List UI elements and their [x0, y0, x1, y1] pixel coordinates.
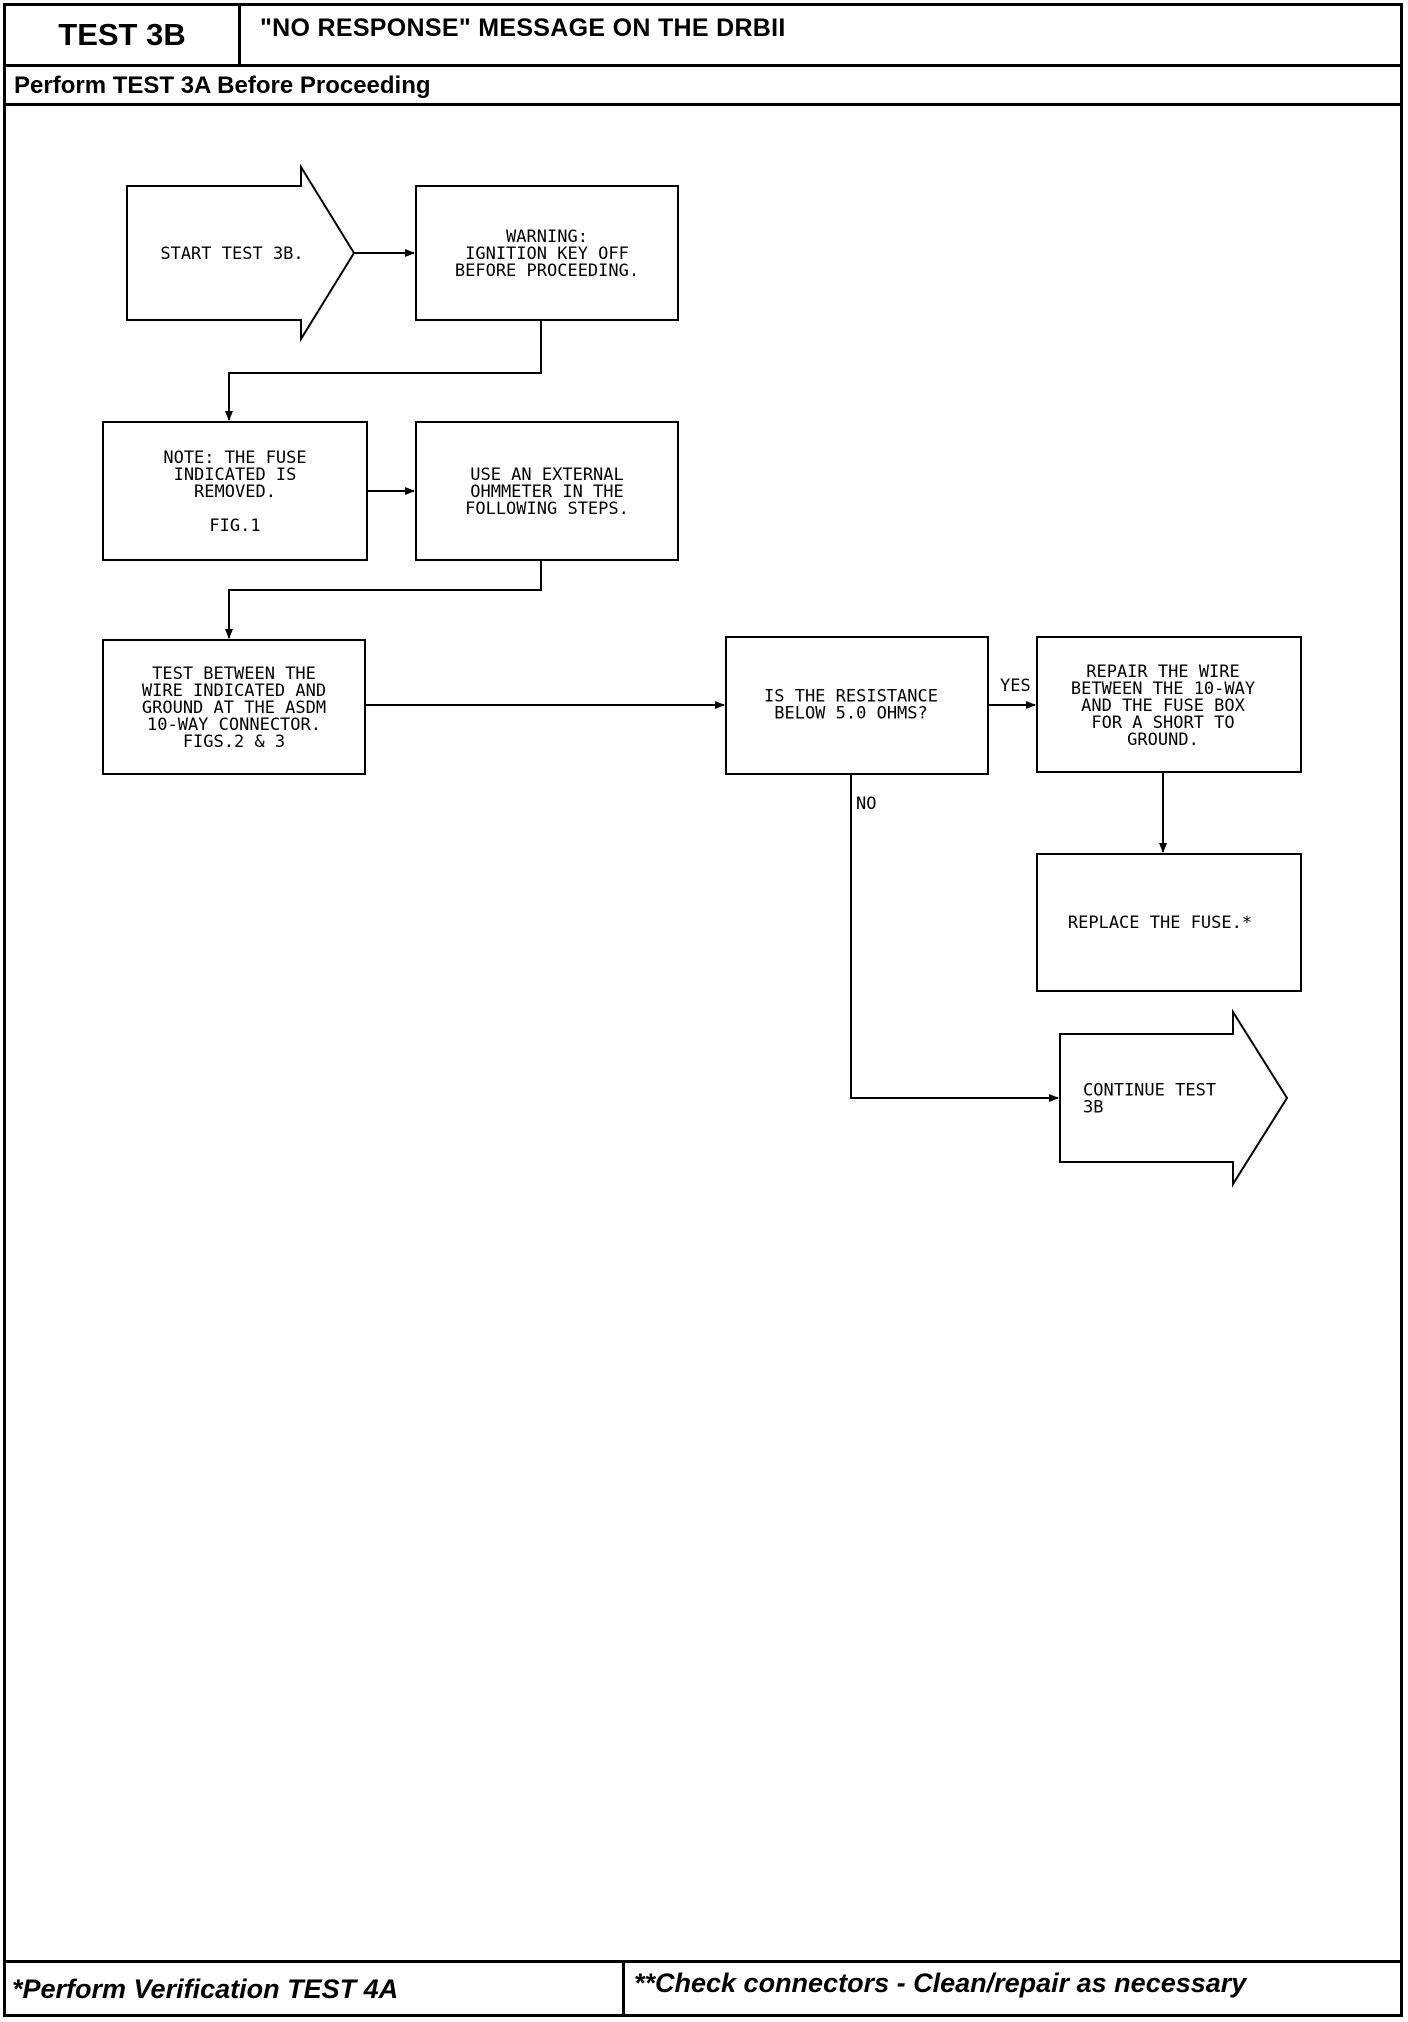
connector-decision-continue: [850, 774, 1059, 1102]
repair-text-line: AND THE FUSE BOX: [1081, 696, 1246, 716]
repair-text-line: REPAIR THE WIRE: [1086, 662, 1240, 682]
test-between-text-line: TEST BETWEEN THE: [152, 664, 316, 684]
repair-box: [1036, 636, 1302, 773]
footer-verification-note: *Perform Verification TEST 4A: [12, 1974, 399, 2004]
replace-text: REPLACE THE FUSE.*: [1068, 913, 1252, 933]
start-text-line: START TEST 3B.: [160, 244, 303, 264]
footer-divider: [3, 1960, 1403, 1963]
page-subtitle: Perform TEST 3A Before Proceeding: [14, 72, 431, 99]
header-divider: [3, 64, 1403, 67]
note-text-line: NOTE: THE FUSE: [163, 448, 306, 468]
ohmmeter-text-line: OHMMETER IN THE: [470, 482, 624, 502]
continue-arrow-shape: [1059, 1008, 1289, 1188]
note-text-line: INDICATED IS: [174, 465, 297, 485]
connector-ohmmeter-test: [225, 560, 542, 639]
continue-text-line: 3B: [1083, 1098, 1103, 1118]
connector-warning-note: [225, 320, 542, 421]
repair-text-line: BETWEEN THE 10-WAY: [1071, 679, 1255, 699]
note-text-line: FIG.1: [209, 516, 260, 536]
test-between-text-line: WIRE INDICATED AND: [142, 681, 326, 701]
note-text-line: REMOVED.: [194, 482, 276, 502]
no-label: NO: [856, 794, 876, 814]
footer-connector-note: **Check connectors - Clean/repair as nec…: [634, 1968, 1247, 1998]
test-between-text-line: GROUND AT THE ASDM: [142, 698, 326, 718]
page-title: "NO RESPONSE" MESSAGE ON THE DRBII: [260, 14, 786, 42]
continue-text-line: CONTINUE TEST: [1083, 1081, 1216, 1101]
start-arrow-shape: [126, 163, 356, 343]
decision-text-line: BELOW 5.0 OHMS?: [774, 704, 928, 724]
warning-text-line: WARNING:: [506, 227, 588, 247]
ohmmeter-box: [415, 421, 679, 561]
warning-text-line: BEFORE PROCEEDING.: [455, 261, 639, 281]
ohmmeter-text-line: USE AN EXTERNAL: [470, 465, 624, 485]
replace-box: [1036, 853, 1302, 992]
repair-text-line: FOR A SHORT TO: [1091, 713, 1234, 733]
warning-box: [415, 185, 679, 321]
repair-text-line: GROUND.: [1127, 730, 1199, 750]
footer-separator: [622, 1960, 625, 2017]
test-between-text-line: FIGS.2 & 3: [183, 732, 285, 752]
warning-text-line: IGNITION KEY OFF: [465, 244, 629, 264]
yes-label: YES: [1000, 676, 1031, 696]
test-between-box: [102, 639, 366, 775]
header-divider-bottom: [3, 103, 1403, 106]
decision-text-line: IS THE RESISTANCE: [764, 687, 938, 707]
start-text: START TEST 3B.: [160, 244, 303, 264]
ohmmeter-text-line: FOLLOWING STEPS.: [465, 499, 629, 519]
test-between-text-line: 10-WAY CONNECTOR.: [147, 715, 321, 735]
page-frame: [3, 3, 1403, 2017]
replace-text-line: REPLACE THE FUSE.*: [1068, 913, 1252, 933]
